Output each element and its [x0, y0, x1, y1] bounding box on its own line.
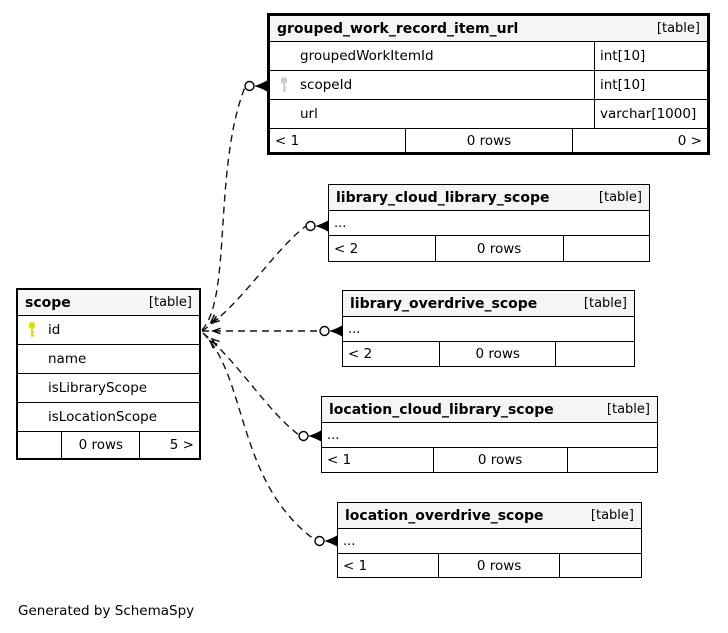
- column-name: isLocationScope: [48, 409, 158, 425]
- table-title[interactable]: library_cloud_library_scope: [336, 189, 550, 206]
- column-row[interactable]: url varchar[1000]: [270, 100, 707, 129]
- column-row[interactable]: groupedWorkItemId int[10]: [270, 42, 707, 71]
- footer-parents-count: < 2: [334, 240, 359, 257]
- column-row[interactable]: name: [18, 345, 199, 374]
- column-name: name: [48, 351, 87, 367]
- footer-parents-count: < 1: [327, 452, 352, 468]
- column-name: scopeId: [270, 71, 594, 99]
- footer-row-count: 0 rows: [405, 129, 571, 152]
- zero-many-circle: [298, 430, 309, 442]
- parent-arrowhead: [208, 339, 218, 349]
- relationship-scope-location-overdrive-scope: [202, 332, 337, 547]
- column-name-text: id: [48, 322, 61, 338]
- zero-many-circle: [314, 535, 325, 547]
- column-name-text: scopeId: [300, 77, 353, 93]
- footer-row-count: 0 rows: [437, 554, 559, 577]
- column-type: varchar[1000]: [594, 100, 707, 128]
- table-footer: < 2 0 rows: [329, 236, 649, 261]
- table-footer: < 1 0 rows: [338, 554, 641, 577]
- primary-key-icon: [28, 322, 36, 337]
- column-name: url: [300, 106, 318, 122]
- column-row[interactable]: scopeId int[10]: [270, 71, 707, 100]
- table-header: library_cloud_library_scope [table]: [329, 185, 649, 211]
- table-footer: < 1 0 rows: [322, 448, 657, 472]
- table-footer: 0 rows 5 >: [18, 432, 199, 458]
- generator-note: Generated by SchemaSpy: [18, 603, 195, 619]
- fk-arrowhead: [254, 80, 267, 92]
- parent-arrowhead: [210, 315, 220, 325]
- table-title[interactable]: location_cloud_library_scope: [329, 401, 554, 418]
- table-title[interactable]: grouped_work_record_item_url: [277, 20, 519, 37]
- relationship-scope-grouped-work-record-item-url: [201, 80, 267, 331]
- footer-row-count: 0 rows: [439, 342, 555, 366]
- relationship-scope-library-overdrive-scope: [202, 325, 342, 337]
- fk-arrowhead: [315, 220, 328, 232]
- foreign-key-icon: [280, 77, 288, 92]
- table-title[interactable]: library_overdrive_scope: [350, 295, 538, 312]
- footer-parents-count: < 1: [275, 132, 300, 149]
- fk-arrowhead: [329, 325, 342, 337]
- table-header: scope [table]: [18, 290, 199, 316]
- table-footer: < 1 0 rows 0 >: [270, 129, 707, 152]
- table-location-cloud-library-scope[interactable]: location_cloud_library_scope [table] ...…: [321, 396, 658, 473]
- footer-children-count: [562, 236, 649, 261]
- table-badge: [table]: [598, 190, 642, 205]
- table-header: location_overdrive_scope [table]: [338, 503, 641, 529]
- table-title[interactable]: location_overdrive_scope: [345, 507, 544, 524]
- footer-children-count: [559, 554, 641, 577]
- relationship-scope-location-cloud-library-scope: [202, 332, 321, 442]
- footer-row-count: 0 rows: [432, 448, 567, 472]
- zero-many-circle: [319, 325, 330, 337]
- footer-parents-count: [18, 432, 61, 458]
- zero-many-circle: [305, 220, 316, 232]
- relationship-scope-library-cloud-library-scope: [201, 220, 328, 332]
- table-footer: < 2 0 rows: [343, 342, 634, 366]
- column-row[interactable]: id: [18, 316, 199, 345]
- collapsed-columns-row: ...: [338, 529, 641, 554]
- table-title[interactable]: scope: [25, 294, 71, 311]
- fk-arrowhead: [324, 535, 337, 547]
- footer-children-count: [555, 342, 634, 366]
- column-row[interactable]: isLibraryScope: [18, 374, 199, 403]
- footer-row-count: 0 rows: [434, 236, 563, 261]
- column-name: groupedWorkItemId: [300, 48, 434, 64]
- footer-parents-count: < 1: [343, 557, 368, 574]
- zero-many-circle: [244, 80, 255, 92]
- collapsed-columns-row: ...: [329, 211, 649, 236]
- footer-parents-count: < 2: [348, 346, 373, 362]
- table-badge: [table]: [606, 402, 650, 417]
- footer-children-count: [566, 448, 657, 472]
- collapsed-columns-row: ...: [343, 317, 634, 342]
- table-library-overdrive-scope[interactable]: library_overdrive_scope [table] ... < 2 …: [342, 290, 635, 367]
- collapsed-columns-row: ...: [322, 423, 657, 448]
- footer-children-count: 5 >: [139, 432, 199, 458]
- fk-arrowhead: [308, 430, 321, 442]
- table-location-overdrive-scope[interactable]: location_overdrive_scope [table] ... < 1…: [337, 502, 642, 578]
- table-badge: [table]: [583, 296, 627, 311]
- table-header: location_cloud_library_scope [table]: [322, 397, 657, 423]
- table-grouped-work-record-item-url[interactable]: grouped_work_record_item_url [table] gro…: [267, 13, 710, 155]
- table-badge: [table]: [148, 295, 192, 310]
- table-library-cloud-library-scope[interactable]: library_cloud_library_scope [table] ... …: [328, 184, 650, 262]
- table-badge: [table]: [656, 21, 700, 36]
- column-name: id: [18, 316, 199, 344]
- column-row[interactable]: isLocationScope: [18, 403, 199, 432]
- column-type: int[10]: [594, 42, 707, 70]
- table-badge: [table]: [590, 508, 634, 523]
- column-name: isLibraryScope: [48, 380, 148, 396]
- table-scope[interactable]: scope [table] id name isLibraryScope isL…: [16, 288, 201, 460]
- footer-row-count: 0 rows: [61, 432, 139, 458]
- footer-children-count: 0 >: [571, 129, 707, 152]
- column-type: int[10]: [594, 71, 707, 99]
- table-header: library_overdrive_scope [table]: [343, 291, 634, 317]
- table-header: grouped_work_record_item_url [table]: [270, 16, 707, 42]
- parent-arrowhead: [210, 327, 221, 335]
